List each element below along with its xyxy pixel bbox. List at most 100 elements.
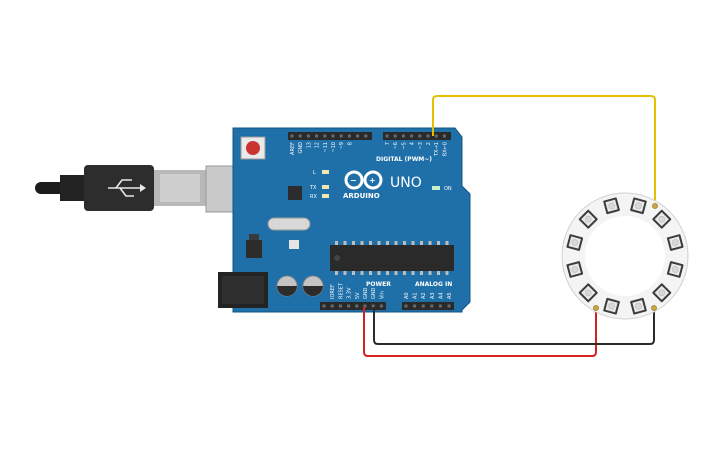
header-socket[interactable] bbox=[393, 134, 397, 138]
chip-pin bbox=[428, 271, 432, 275]
led-on bbox=[432, 186, 440, 190]
crystal bbox=[267, 217, 311, 231]
ring-pad[interactable] bbox=[593, 305, 599, 311]
chip-pin bbox=[403, 271, 406, 275]
header-socket[interactable] bbox=[442, 134, 446, 138]
neopixel-led[interactable] bbox=[630, 297, 647, 315]
header-socket[interactable] bbox=[410, 134, 414, 138]
header-socket[interactable] bbox=[306, 134, 310, 138]
digital-pin-label: 7 bbox=[385, 142, 391, 145]
chip-pin bbox=[394, 271, 398, 275]
neopixel-led[interactable] bbox=[652, 209, 672, 229]
header-socket[interactable] bbox=[379, 304, 383, 308]
digital-pin-label: ~9 bbox=[339, 142, 345, 149]
voltage-regulator bbox=[246, 240, 262, 258]
neopixel-led[interactable] bbox=[603, 297, 620, 315]
header-socket[interactable] bbox=[355, 304, 359, 308]
neopixel-led[interactable] bbox=[652, 283, 672, 303]
analog-pin-label: A3 bbox=[430, 292, 436, 299]
chip-pin bbox=[343, 241, 347, 245]
led-tx bbox=[322, 185, 329, 189]
header-socket[interactable] bbox=[347, 134, 351, 138]
header-socket[interactable] bbox=[363, 304, 367, 308]
header-socket[interactable] bbox=[347, 304, 351, 308]
header-socket[interactable] bbox=[322, 304, 326, 308]
arduino-logo-icon bbox=[344, 170, 383, 190]
header-socket[interactable] bbox=[438, 304, 442, 308]
digital-pin-label: ~11 bbox=[323, 142, 329, 153]
led-rx bbox=[322, 194, 329, 198]
header-socket[interactable] bbox=[356, 134, 360, 138]
header-socket[interactable] bbox=[447, 304, 451, 308]
digital-pin-label: AREF bbox=[290, 142, 296, 155]
digital-pin-label: ~6 bbox=[393, 142, 399, 149]
ground-wire[interactable] bbox=[373, 307, 655, 345]
smd-component bbox=[289, 240, 299, 249]
header-socket[interactable] bbox=[404, 304, 408, 308]
led-rx-label: RX bbox=[310, 194, 317, 200]
header-socket[interactable] bbox=[339, 134, 343, 138]
usb-b-connector-face bbox=[160, 174, 200, 202]
chip-pin bbox=[445, 271, 449, 275]
chip-pin bbox=[369, 241, 372, 245]
power-header-body bbox=[320, 302, 386, 310]
header-socket[interactable] bbox=[323, 134, 327, 138]
ring-pad[interactable] bbox=[652, 203, 658, 209]
ring-pad[interactable] bbox=[651, 305, 657, 311]
chip-pin bbox=[360, 271, 364, 275]
wires bbox=[363, 95, 656, 357]
reset-button[interactable] bbox=[246, 141, 260, 155]
ring-pixels bbox=[566, 197, 684, 315]
header-socket[interactable] bbox=[315, 134, 319, 138]
power-header bbox=[320, 302, 386, 310]
header-socket[interactable] bbox=[385, 134, 389, 138]
neopixel-led[interactable] bbox=[578, 209, 598, 229]
header-socket[interactable] bbox=[401, 134, 405, 138]
neopixel-led[interactable] bbox=[666, 234, 684, 251]
header-socket[interactable] bbox=[364, 134, 368, 138]
header-socket[interactable] bbox=[430, 304, 434, 308]
signal-wire[interactable] bbox=[432, 95, 656, 206]
neopixel-led[interactable] bbox=[630, 197, 647, 215]
chip-pin bbox=[420, 271, 423, 275]
header-socket[interactable] bbox=[298, 134, 302, 138]
digital-header-left bbox=[288, 132, 372, 140]
chip-pins bbox=[335, 241, 449, 275]
power-pin-label: 5V bbox=[355, 292, 361, 299]
header-socket[interactable] bbox=[426, 134, 430, 138]
neopixel-led[interactable] bbox=[666, 261, 684, 278]
analog-pin-label: A4 bbox=[438, 292, 444, 299]
led-l bbox=[322, 170, 329, 174]
neopixel-led[interactable] bbox=[566, 261, 584, 278]
led-l-label: L bbox=[313, 170, 316, 176]
header-socket[interactable] bbox=[418, 134, 422, 138]
header-socket[interactable] bbox=[330, 304, 334, 308]
neopixel-ring[interactable] bbox=[561, 192, 689, 320]
power-label: POWER bbox=[366, 281, 391, 288]
header-socket[interactable] bbox=[290, 134, 294, 138]
power-pin-label: GND bbox=[371, 287, 377, 299]
power-wire[interactable] bbox=[363, 307, 597, 357]
header-socket[interactable] bbox=[413, 304, 417, 308]
header-socket[interactable] bbox=[421, 304, 425, 308]
chip-pin bbox=[377, 271, 381, 275]
header-socket[interactable] bbox=[338, 304, 342, 308]
neopixel-led[interactable] bbox=[603, 197, 620, 215]
header-socket[interactable] bbox=[371, 304, 375, 308]
header-socket[interactable] bbox=[331, 134, 335, 138]
analog-pin-label: A2 bbox=[421, 292, 427, 299]
chip-pin bbox=[360, 241, 364, 245]
digital-pin-label: 2 bbox=[426, 142, 432, 145]
chip-pin bbox=[352, 241, 355, 245]
neopixel-led[interactable] bbox=[578, 283, 598, 303]
chip-pin bbox=[403, 241, 406, 245]
digital-pin-label: 8 bbox=[347, 142, 353, 145]
chip-pin bbox=[445, 241, 449, 245]
analog-pin-label: A0 bbox=[404, 292, 410, 299]
header-socket[interactable] bbox=[434, 134, 438, 138]
digital-pin-label: TX→1 bbox=[434, 142, 440, 157]
neopixel-led[interactable] bbox=[566, 234, 584, 251]
